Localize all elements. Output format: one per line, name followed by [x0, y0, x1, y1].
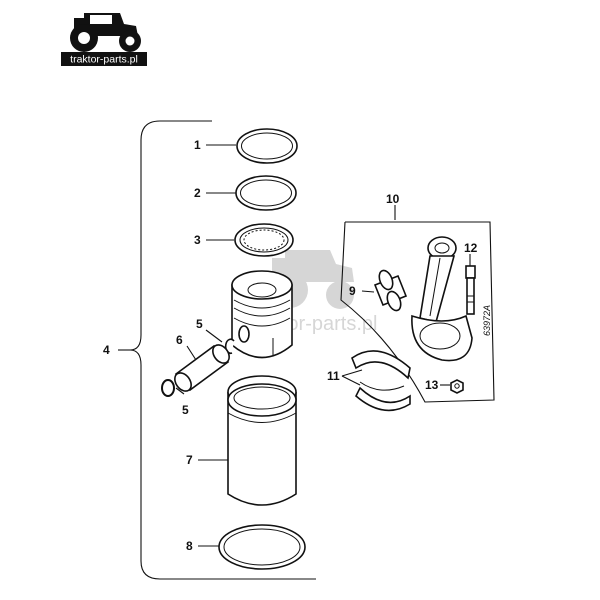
logo: traktor-parts.pl [61, 13, 147, 66]
part-1-compression-ring [236, 128, 298, 164]
part-13-conrod-nut [450, 379, 464, 394]
callout-5-lower: 5 [182, 403, 189, 417]
part-11-bearing-shells [351, 350, 411, 412]
logo-text: traktor-parts.pl [70, 54, 138, 66]
part-5-circlip-lower [161, 379, 175, 397]
part-6-piston-pin [174, 344, 230, 392]
piston [231, 270, 293, 359]
part-9-small-end-bush [373, 269, 408, 312]
callout-8: 8 [186, 539, 193, 553]
callout-10: 10 [386, 192, 400, 206]
callout-13: 13 [425, 378, 439, 392]
callout-3: 3 [194, 233, 201, 247]
assembly-brace [118, 120, 316, 580]
callout-7: 7 [186, 453, 193, 467]
tractor-icon [70, 13, 141, 52]
part-3-oil-ring [234, 223, 294, 257]
part-8-liner-seal-ring [218, 524, 306, 570]
callout-9: 9 [349, 284, 356, 298]
callout-4: 4 [103, 343, 110, 357]
callout-6: 6 [176, 333, 183, 347]
conrod-assembly-boundary [340, 205, 495, 403]
leader-lines [175, 144, 471, 547]
callout-5-upper: 5 [196, 317, 203, 331]
callout-labels: 1 2 3 4 5 5 6 7 8 9 10 11 12 13 63972A [103, 138, 492, 553]
connecting-rod [411, 236, 473, 362]
part-12-conrod-bolt [465, 265, 476, 315]
callout-11: 11 [327, 369, 340, 383]
callout-1: 1 [194, 138, 201, 152]
logo-banner [61, 52, 147, 66]
callout-2: 2 [194, 186, 201, 200]
part-5-circlip-upper [224, 338, 235, 355]
callout-12: 12 [464, 241, 478, 255]
drawing-code: 63972A [482, 305, 492, 336]
part-7-cylinder-liner [227, 375, 297, 506]
part-2-compression-ring [235, 175, 297, 211]
